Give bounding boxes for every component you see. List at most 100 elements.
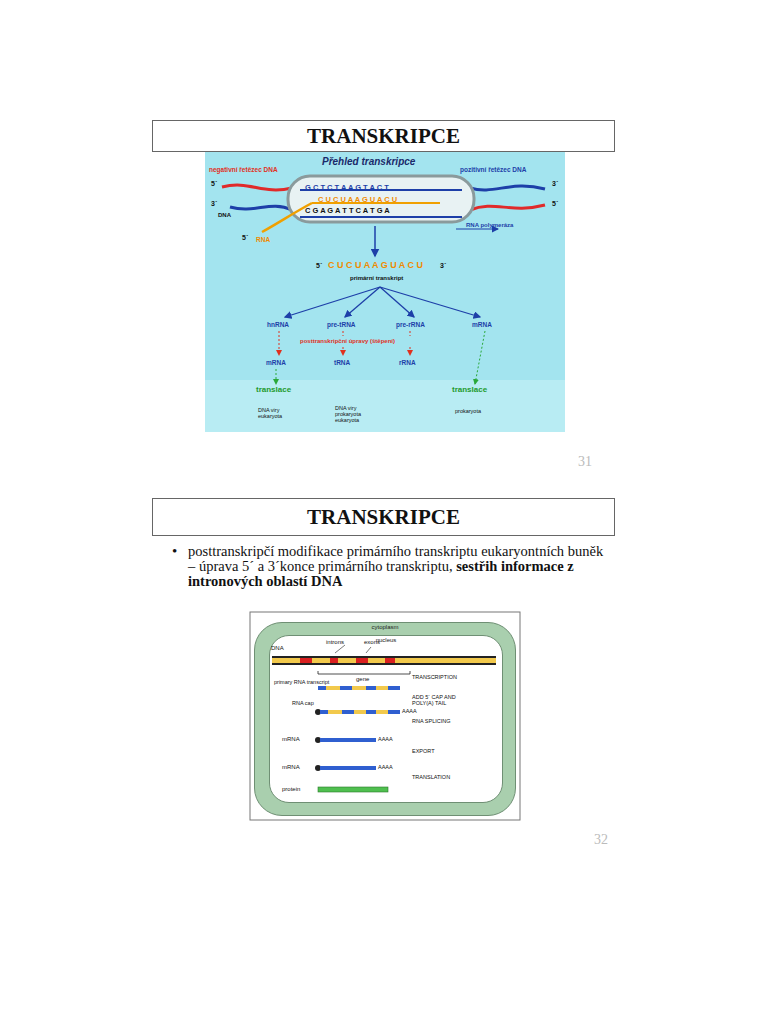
step-label: EXPORT	[412, 748, 435, 754]
bullet: •	[172, 544, 177, 559]
rna-type: hnRNA	[267, 321, 289, 328]
rna-type: tRNA	[334, 359, 350, 366]
transcription-overview-figure-part	[345, 287, 380, 317]
end-label: 5´	[552, 200, 558, 208]
gene-bracket	[318, 671, 410, 674]
rna-sequence: C U C U A A G U A C U	[318, 196, 397, 204]
transcription-overview-figure-part	[262, 203, 312, 232]
transcription-overview-figure	[205, 152, 565, 432]
mrna-bars	[315, 737, 376, 771]
part-label: introns	[326, 639, 344, 646]
part-label: mRNA	[282, 736, 300, 743]
title-box: TRANSKRIPCE	[152, 120, 615, 152]
transcription-overview-figure-part	[380, 287, 480, 317]
organism-group: DNA viry eukaryota	[258, 407, 292, 419]
transcription-overview-figure-part	[343, 331, 344, 336]
step-label: ADD 5´ CAP AND POLY(A) TAIL	[412, 694, 474, 706]
rna-type: pre-tRNA	[327, 321, 356, 328]
primary-transcript-bar-part	[340, 686, 352, 690]
process-label: translace	[256, 386, 291, 395]
capped-transcript-bar-part	[320, 710, 400, 714]
figure-title: Přehled transkripce	[322, 156, 415, 167]
process-note: posttranskripční úpravy (štěpení)	[300, 338, 395, 345]
region-name: nucleus	[270, 637, 502, 643]
part-label: protein	[282, 786, 300, 793]
eukaryotic-cell-figure-part	[250, 612, 520, 820]
transcription-overview-figure-part	[222, 185, 292, 190]
transcription-overview-figure-part	[470, 205, 545, 210]
primary-transcript-bar	[318, 686, 400, 690]
rna-type: rRNA	[399, 359, 416, 366]
rna-type: mRNA	[472, 321, 492, 328]
strand-label: negativní řetězec DNA	[209, 166, 278, 173]
dna-strand-part	[272, 656, 496, 665]
part-label: DNA	[271, 645, 284, 652]
step-label: RNA SPLICING	[412, 718, 451, 724]
mrna-bars-part	[315, 765, 321, 771]
rna-type: mRNA	[266, 359, 286, 366]
dna-strand-part	[385, 658, 395, 663]
part-label: RNA cap	[292, 700, 314, 706]
region-name: cytoplasm	[255, 624, 515, 630]
capped-transcript-bar-part	[342, 710, 354, 714]
poly-a-label: AAAA	[378, 764, 393, 770]
end-label: 5´	[316, 262, 322, 270]
bullet-paragraph: posttranskripčí modifikace primárního tr…	[188, 544, 613, 589]
page-number: 32	[594, 832, 608, 847]
dna-strand-part	[300, 658, 312, 663]
end-label: 3´	[211, 200, 217, 208]
dna-strand-part	[272, 658, 496, 663]
primary-transcript-bar-part	[388, 686, 400, 690]
protein-bar	[318, 787, 388, 792]
transcription-overview-figure-part	[230, 206, 292, 210]
dna-sequence: G C T C T A A G T A C T	[305, 184, 389, 192]
capped-transcript-bar-part	[320, 710, 328, 714]
end-label: 3´	[552, 180, 558, 188]
title-box: TRANSKRIPCE	[152, 498, 615, 536]
transcription-overview-figure-part	[456, 228, 498, 229]
leader-lines	[335, 645, 371, 653]
step-label: TRANSCRIPTION	[412, 674, 457, 680]
capped-transcript-bar-part	[388, 710, 400, 714]
slide-title: TRANSKRIPCE	[153, 505, 614, 530]
transcription-overview-figure-part	[288, 176, 474, 222]
molecule-label: RNA	[256, 236, 270, 243]
organism-group: prokaryota	[455, 408, 481, 414]
mrna-bars-part	[320, 766, 376, 770]
transcription-overview-figure-part	[205, 380, 565, 432]
end-label: 5´	[242, 234, 248, 242]
eukaryotic-cell-figure	[250, 612, 520, 820]
part-label: gene	[356, 676, 369, 683]
part-label: mRNA	[282, 764, 300, 771]
poly-a-label: AAAA	[378, 736, 393, 742]
capped-transcript-bar	[315, 709, 400, 715]
transcription-overview-figure-part	[410, 347, 411, 355]
transcription-overview-figure-part	[410, 331, 411, 336]
mrna-bars-part	[320, 738, 376, 742]
dna-strand-part	[356, 658, 368, 663]
strand-label: pozitivní řetězec DNA	[460, 166, 526, 173]
transcription-overview-figure-part	[374, 226, 376, 256]
part-label: exons	[364, 639, 380, 646]
transcription-overview-figure-part	[475, 331, 485, 384]
end-label: 3´	[440, 262, 446, 270]
step-label: TRANSLATION	[412, 774, 450, 780]
nucleus-outline: nucleus	[269, 635, 503, 803]
transcription-overview-figure-part	[300, 216, 462, 218]
enzyme-label: RNA polymeráza	[466, 222, 513, 229]
poly-a-label: AAAA	[402, 708, 417, 714]
transcription-overview-figure-part	[343, 347, 344, 355]
dna-strand	[272, 656, 496, 665]
molecule-label: DNA	[218, 212, 231, 219]
page-number: 31	[578, 454, 592, 469]
end-label: 5´	[211, 180, 217, 188]
primary-transcript-bar-part	[318, 686, 326, 690]
primary-transcript-bar-part	[318, 686, 400, 690]
transcription-overview-figure-part	[285, 287, 380, 317]
transcription-overview-figure-part	[205, 152, 565, 432]
capped-transcript-bar-part	[315, 709, 321, 715]
transcription-overview-figure-part	[279, 331, 280, 355]
process-label: translace	[452, 386, 487, 395]
transcript-label: primární transkript	[350, 275, 403, 282]
